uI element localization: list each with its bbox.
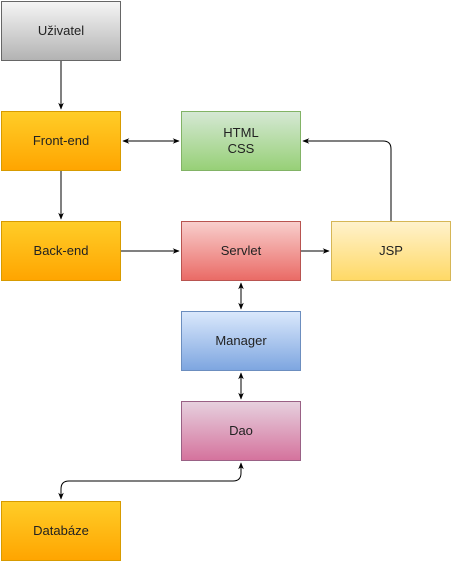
node-jsp: JSP: [331, 221, 451, 281]
node-servlet: Servlet: [181, 221, 301, 281]
node-jsp-label: JSP: [379, 243, 403, 258]
node-manager-label: Manager: [215, 333, 267, 348]
edge-jsp-htmlcss: [302, 138, 392, 221]
edge-dao-database: [58, 462, 244, 500]
node-servlet-label: Servlet: [220, 243, 262, 258]
node-user: Uživatel: [1, 1, 121, 61]
node-dao-label: Dao: [229, 423, 253, 438]
node-database-label: Databáze: [33, 523, 89, 538]
node-user-label: Uživatel: [37, 23, 85, 38]
node-dao: Dao: [181, 401, 301, 461]
node-backend-label: Back-end: [33, 243, 89, 258]
node-html-css-label: HTML CSS: [223, 125, 259, 156]
node-html-css: HTML CSS: [181, 111, 301, 171]
node-frontend-label: Front-end: [32, 133, 90, 148]
node-database: Databáze: [1, 501, 121, 561]
node-frontend: Front-end: [1, 111, 121, 171]
node-manager: Manager: [181, 311, 301, 371]
node-backend: Back-end: [1, 221, 121, 281]
